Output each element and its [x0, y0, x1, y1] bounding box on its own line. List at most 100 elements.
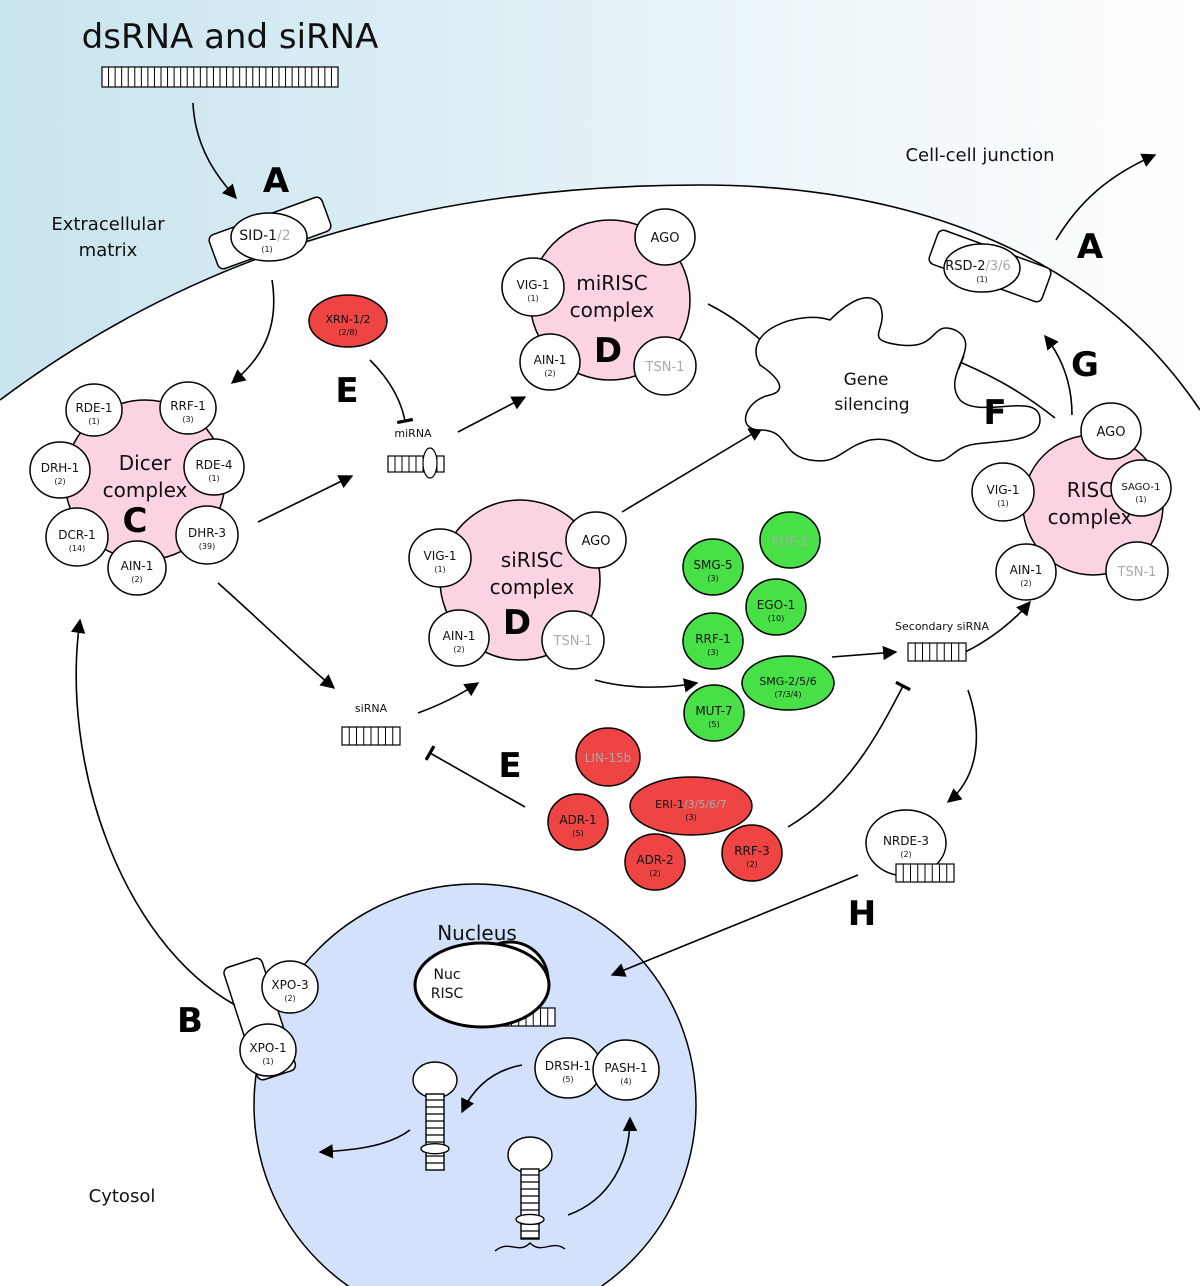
gene-silencing-shape — [744, 297, 1041, 462]
arrow-dicer-to-sirna — [217, 582, 336, 689]
tsn1c-name: TSN-1 — [1117, 565, 1157, 580]
smg256-count: (7/3/4) — [775, 690, 802, 699]
tsn1b-group: TSN-1 — [541, 610, 605, 670]
nucrisc-complex — [413, 941, 551, 1029]
rde4-name: RDE-4 — [195, 458, 232, 472]
letter-e-1: E — [335, 371, 358, 411]
lin15b-node — [575, 727, 641, 787]
ago3-node — [1080, 402, 1142, 460]
ego1-group: EGO-1(10) — [745, 578, 807, 636]
ain1d-name: AIN-1 — [1010, 563, 1043, 577]
adr1-name: ADR-1 — [559, 813, 596, 827]
mirna-label: miRNA — [394, 427, 432, 440]
rrf1b-count: (3) — [707, 648, 718, 657]
ago3-label: AGO — [1097, 425, 1126, 440]
arrow-primirna-to-drosha — [567, 1116, 638, 1216]
sid1-gray: /2 — [277, 228, 291, 244]
vig1a-group: VIG-1(1) — [501, 257, 565, 317]
tsn1c-group: TSN-1 — [1105, 541, 1169, 601]
nrde3a-count: (2) — [900, 850, 911, 859]
pash1-group: PASH-1(4) — [592, 1039, 660, 1101]
vig1a-node — [501, 257, 565, 317]
drh1-group: DRH-1 (2) — [29, 441, 91, 499]
letter-h: H — [848, 894, 876, 934]
nucrisc-title-1: Nuc — [433, 967, 460, 983]
ago1-name: AGO — [651, 231, 680, 246]
drh1-node — [29, 441, 91, 499]
nrde3a-label: NRDE-3 — [883, 834, 929, 848]
smg5-node — [682, 538, 744, 596]
protein-nodes: RDE-1 (1) RRF-1 (3) DRH-1 (2) RDE-4 (1) DCR-1(14… — [29, 208, 1172, 1101]
rde1-count: (1) — [88, 417, 99, 426]
vig1a-label: VIG-1 — [516, 278, 549, 292]
arrow-secondary-to-nrde3 — [946, 689, 978, 803]
dcr1-count: (14) — [69, 544, 85, 553]
ain1c-node — [428, 609, 490, 667]
dhr3-label: DHR-3 — [188, 526, 226, 540]
ain1d-group: AIN-1(2) — [995, 543, 1057, 601]
arrow-sirisc-to-green — [594, 678, 699, 693]
smg5-name: SMG-5 — [693, 558, 732, 572]
arrow-nrde3-to-nucleus — [610, 874, 859, 977]
secondary-sirna-duplex — [907, 642, 967, 662]
dcr1-group: DCR-1(14) — [45, 507, 109, 567]
sago1-label: SAGO-1 — [1121, 482, 1160, 493]
ego1-label: EGO-1 — [757, 598, 796, 612]
ain1a-count: (2) — [131, 575, 142, 584]
vig1b-group: VIG-1(1) — [408, 528, 472, 588]
dicer-title-2: complex — [103, 478, 188, 502]
sago1-count: (1) — [1135, 495, 1146, 504]
ain1b-count: (2) — [544, 369, 555, 378]
drh1-count: (2) — [54, 477, 65, 486]
xpo1-group: XPO-1(1) — [239, 1023, 297, 1077]
xpo3-label: XPO-3 — [271, 978, 308, 992]
nucleus — [253, 883, 697, 1286]
secondary-sirna-label: Secondary siRNA — [895, 620, 989, 633]
arrow-green-to-secondary — [831, 645, 898, 661]
mut7-name: MUT-7 — [695, 704, 732, 718]
ain1d-node — [995, 543, 1057, 601]
ago1-group: AGO — [634, 208, 696, 266]
lin15b-name: LIN-15b — [585, 751, 631, 765]
adr2-group: ADR-2 (2) — [624, 833, 686, 891]
rsd2-label: RSD-2 — [945, 259, 985, 274]
rde1-group: RDE-1 (1) — [65, 383, 123, 437]
adr1-node — [547, 793, 609, 851]
rsd2-gray: /3/6 — [985, 259, 1010, 274]
rde4-count: (1) — [208, 474, 219, 483]
nrde3-sirna-duplex — [895, 863, 955, 883]
gene-silencing-label-1: Gene — [844, 370, 889, 390]
sago1-name: SAGO-1 — [1121, 482, 1160, 493]
letter-c: C — [123, 501, 148, 541]
adr2-count: (2) — [649, 869, 660, 878]
vig1b-node — [408, 528, 472, 588]
nrde3a-group: NRDE-3 (2) — [865, 809, 947, 877]
rrf1a-label: RRF-1 — [170, 399, 206, 413]
junction-label: Cell-cell junction — [905, 145, 1054, 166]
ain1a-group: AIN-1(2) — [107, 540, 167, 596]
arrow-rsd2-out — [1055, 153, 1157, 241]
rrf1b-name: RRF-1 — [695, 632, 731, 646]
mut7-count: (5) — [708, 720, 719, 729]
drsh1-count: (5) — [562, 1075, 573, 1084]
risc-title-1: RISC — [1067, 478, 1113, 502]
eri1-name: ERI-1 — [655, 798, 684, 811]
tsn1a-group: TSN-1 — [633, 336, 697, 396]
vig1b-count: (1) — [434, 565, 445, 574]
drh1-name: DRH-1 — [41, 461, 80, 475]
rsd2-node — [943, 243, 1021, 293]
extracellular-label-1: Extracellular — [51, 214, 165, 235]
extracellular-region — [0, 0, 1200, 410]
xpo1-name: XPO-1 — [249, 1041, 286, 1055]
inhibit-rrf3-secondary — [787, 680, 911, 828]
adr2-name: ADR-2 — [636, 853, 673, 867]
ain1b-label: AIN-1 — [534, 353, 567, 367]
rde1-name: RDE-1 — [75, 401, 112, 415]
smg5-label: SMG-5 — [693, 558, 732, 572]
dhr3-name: DHR-3 — [188, 526, 226, 540]
eri1-group: ERI-1/3/5/6/7(3) — [629, 776, 753, 836]
smg5-group: SMG-5(3) — [682, 538, 744, 596]
rrf3-group: RRF-3(2) — [721, 824, 783, 882]
dhr3-group: DHR-3(39) — [175, 505, 239, 565]
sago1-node — [1110, 459, 1172, 517]
